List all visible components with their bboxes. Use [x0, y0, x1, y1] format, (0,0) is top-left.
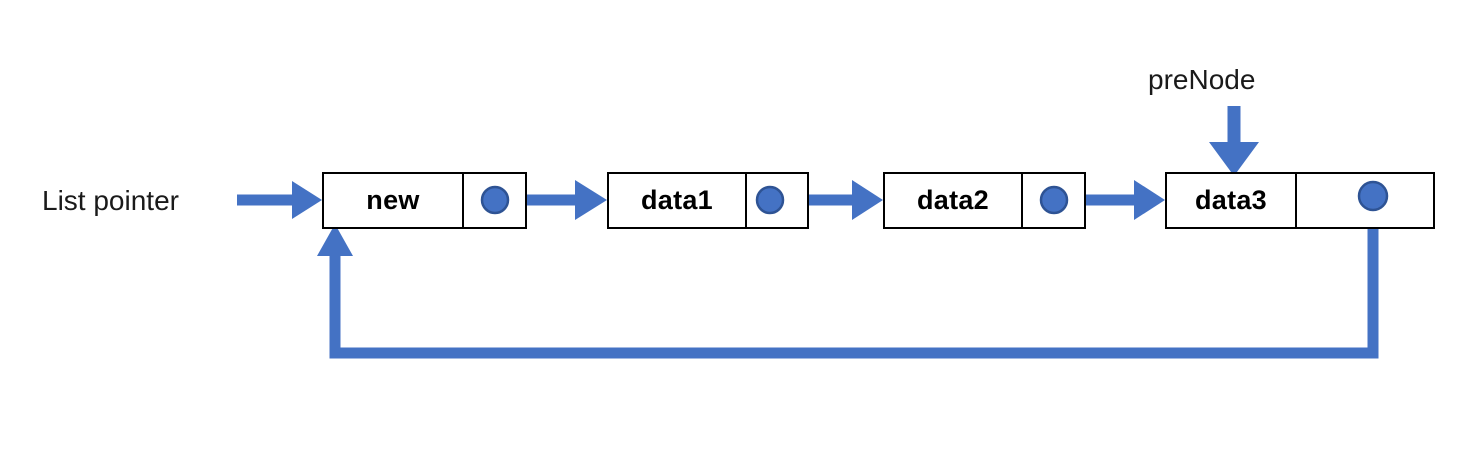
pointer-dot-data2: [1039, 185, 1069, 215]
node-data2-data-cell: data2: [885, 174, 1023, 227]
prenode-label: preNode: [1148, 64, 1256, 95]
node-data3-data-cell: data3: [1167, 174, 1297, 227]
node-data2: data2: [883, 172, 1086, 229]
list-pointer-label: List pointer: [42, 185, 179, 216]
pointer-dot-data1: [755, 185, 785, 215]
node-data1: data1: [607, 172, 809, 229]
node-data1-data-cell: data1: [609, 174, 747, 227]
pointer-dot-new: [480, 185, 510, 215]
node-data3: data3: [1165, 172, 1435, 229]
pointer-dot-data3: [1357, 180, 1389, 212]
arrow-list-pointer-to-new: [237, 181, 322, 219]
arrow-data3-next-to-new: [317, 200, 1379, 359]
node-new-data-cell: new: [324, 174, 464, 227]
arrow-prenode-to-data3: [1209, 106, 1259, 176]
